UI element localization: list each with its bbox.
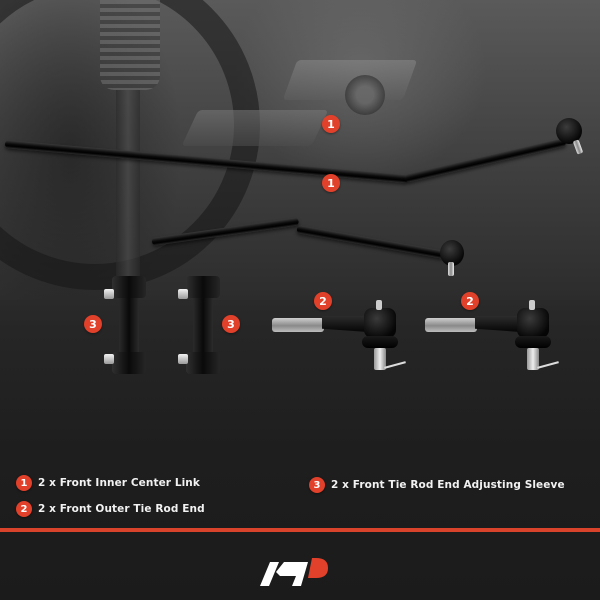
nut-icon xyxy=(104,354,114,364)
accent-divider xyxy=(0,528,600,532)
legend-item-3: 3 2 x Front Tie Rod End Adjusting Sleeve xyxy=(309,477,565,493)
legend-label: 2 x Front Inner Center Link xyxy=(38,477,200,489)
legend-badge: 3 xyxy=(309,477,325,493)
callout-badge-1: 1 xyxy=(322,174,340,192)
coil-spring-shape xyxy=(100,0,160,90)
legend-badge: 2 xyxy=(16,501,32,517)
outer-tie-rod-end xyxy=(272,298,422,388)
callout-badge-3: 3 xyxy=(84,315,102,333)
vehicle-underside-backdrop xyxy=(0,0,600,300)
bracket-shape xyxy=(181,110,329,146)
adjusting-sleeve xyxy=(104,272,148,376)
callout-badge-2: 2 xyxy=(314,292,332,310)
callout-badge-2: 2 xyxy=(461,292,479,310)
center-link-short-joint xyxy=(440,240,464,266)
adjusting-sleeve xyxy=(178,272,222,376)
mount-shape xyxy=(345,75,385,115)
nut-icon xyxy=(104,289,114,299)
legend-label: 2 x Front Outer Tie Rod End xyxy=(38,503,205,515)
legend-item-2: 2 2 x Front Outer Tie Rod End xyxy=(16,501,205,517)
legend-item-1: 1 2 x Front Inner Center Link xyxy=(16,475,200,491)
callout-badge-3: 3 xyxy=(222,315,240,333)
center-link-short-stud xyxy=(448,262,454,276)
strut-shape xyxy=(116,90,140,290)
outer-tie-rod-end xyxy=(425,298,575,388)
nut-icon xyxy=(178,289,188,299)
callout-badge-1: 1 xyxy=(322,115,340,133)
nut-icon xyxy=(178,354,188,364)
legend-label: 2 x Front Tie Rod End Adjusting Sleeve xyxy=(331,479,565,491)
a-premium-logo-icon xyxy=(260,558,328,586)
legend-badge: 1 xyxy=(16,475,32,491)
